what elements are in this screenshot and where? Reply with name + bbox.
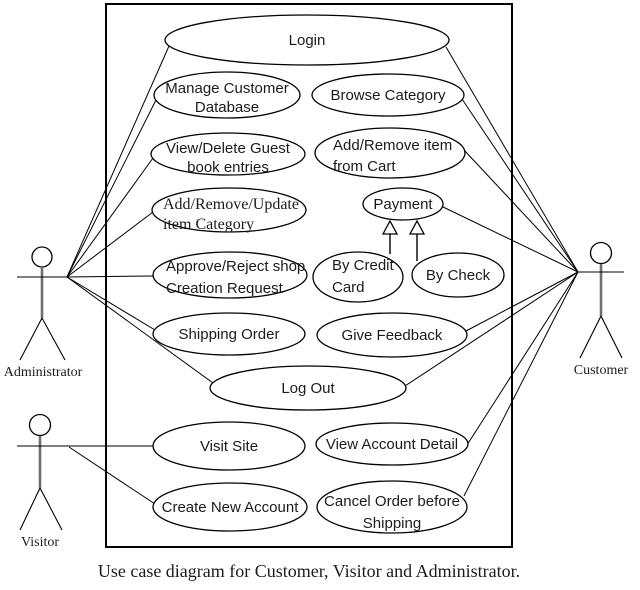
- actor-leg-icon: [39, 487, 63, 531]
- association-customer-browse-category: [461, 98, 579, 273]
- association-administrator-add-remove-update-category: [66, 211, 154, 278]
- association-customer-view-account-detail: [466, 271, 579, 446]
- actor-head-icon: [28, 413, 52, 437]
- diagram-caption: Use case diagram for Customer, Visitor a…: [98, 561, 520, 581]
- associations-customer: [404, 46, 579, 497]
- use-case-login: [164, 14, 450, 66]
- open-triangle-arrowhead-icon: [408, 219, 426, 235]
- actor-head-icon: [31, 246, 53, 268]
- use-case-by-check: [411, 252, 505, 298]
- association-administrator-shipping-order: [66, 276, 156, 331]
- label-view-account-detail: View Account Detail: [326, 436, 458, 453]
- label-approve-reject-shop-1: Approve/Reject shop: [166, 258, 305, 275]
- association-customer-add-remove-item-cart: [463, 149, 579, 273]
- use-case-create-new-account: [152, 482, 308, 532]
- actor-administrator: Administrator: [4, 246, 83, 380]
- association-administrator-approve-reject-shop: [66, 275, 154, 278]
- actor-label-administrator: Administrator: [4, 365, 83, 380]
- label-browse-category: Browse Category: [330, 87, 446, 104]
- actor-leg-icon: [41, 317, 66, 361]
- use-case-give-feedback: [316, 312, 468, 358]
- actor-customer: Customer: [574, 241, 629, 378]
- use-case-approve-reject-shop: [152, 251, 308, 299]
- use-case-manage-customer-database: [153, 71, 301, 119]
- association-customer-cancel-order: [463, 271, 579, 497]
- association-administrator-login: [66, 45, 170, 278]
- actor-leg-icon: [19, 317, 43, 361]
- use-case-view-account-detail: [315, 422, 469, 466]
- association-customer-payment: [440, 205, 579, 273]
- label-shipping-order: Shipping Order: [179, 326, 280, 343]
- association-customer-give-feedback: [465, 271, 579, 332]
- label-manage-customer-database-2: Database: [195, 99, 259, 116]
- label-add-remove-item-cart-1: Add/Remove item: [333, 137, 452, 154]
- label-manage-customer-database-1: Manage Customer: [165, 80, 288, 97]
- system-boundary: [105, 3, 513, 548]
- generalization-by-credit-card-to-payment: [381, 219, 399, 254]
- label-visit-site: Visit Site: [200, 438, 258, 455]
- label-by-credit-card-2: Card: [332, 279, 365, 296]
- label-by-check: By Check: [426, 267, 491, 284]
- use-case-view-delete-guestbook: [150, 132, 306, 176]
- label-view-delete-guestbook-2: book entries: [187, 159, 269, 176]
- use-case-cancel-order: [316, 480, 468, 534]
- actor-leg-icon: [579, 315, 602, 359]
- label-cancel-order-2: Shipping: [363, 515, 421, 532]
- association-administrator-view-delete-guestbook: [66, 157, 154, 278]
- associations-visitor: [68, 445, 156, 505]
- use-case-by-credit-card: [312, 251, 404, 303]
- use-case-add-remove-update-category: [151, 187, 307, 233]
- use-case-payment: [362, 187, 444, 221]
- actor-head-icon: [589, 241, 613, 265]
- actor-label-customer: Customer: [574, 363, 629, 378]
- label-add-remove-update-category-2: item Category: [163, 216, 254, 233]
- association-customer-log-out: [404, 271, 579, 387]
- associations-administrator: [66, 45, 214, 384]
- use-case-browse-category: [311, 73, 465, 117]
- open-triangle-arrowhead-icon: [381, 219, 399, 235]
- actor-visitor: Visitor: [17, 413, 69, 550]
- use-case-add-remove-item-cart: [314, 127, 466, 179]
- label-give-feedback: Give Feedback: [342, 327, 443, 344]
- label-view-delete-guestbook-1: View/Delete Guest: [166, 140, 291, 157]
- use-cases: [150, 14, 505, 534]
- actor-label-visitor: Visitor: [21, 535, 59, 550]
- label-add-remove-item-cart-2: from Cart: [333, 158, 396, 175]
- label-create-new-account: Create New Account: [162, 499, 300, 516]
- use-case-shipping-order: [152, 312, 306, 356]
- use-case-labels: Login Manage Customer Database Browse Ca…: [162, 32, 491, 532]
- label-cancel-order-1: Cancel Order before: [324, 493, 460, 510]
- label-by-credit-card-1: By Credit: [332, 257, 395, 274]
- actor-leg-icon: [600, 315, 623, 359]
- label-add-remove-update-category-1: Add/Remove/Update: [163, 196, 299, 213]
- use-case-visit-site: [152, 421, 306, 471]
- association-visitor-create-new-account: [68, 446, 156, 505]
- actor-leg-icon: [19, 487, 41, 531]
- association-administrator-manage-customer-database: [66, 99, 157, 278]
- association-administrator-log-out: [66, 276, 214, 384]
- label-login: Login: [289, 32, 326, 49]
- generalization-by-check-to-payment: [408, 219, 426, 261]
- association-customer-login: [445, 46, 579, 273]
- use-case-log-out: [209, 365, 407, 411]
- label-approve-reject-shop-2: Creation Request: [166, 280, 284, 297]
- label-log-out: Log Out: [281, 380, 335, 397]
- label-payment: Payment: [373, 196, 433, 213]
